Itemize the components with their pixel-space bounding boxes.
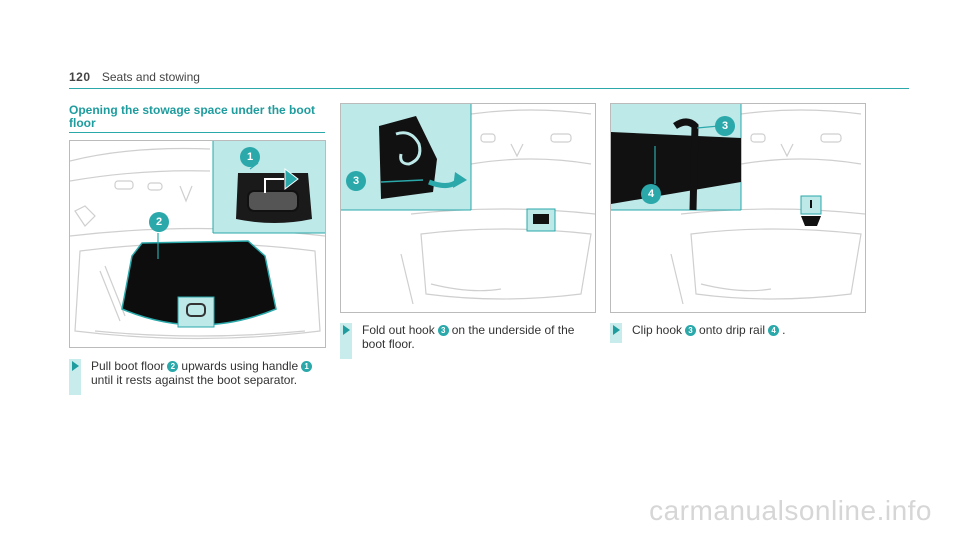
inline-callout-1: 1 <box>301 361 313 372</box>
hook-illustration <box>341 104 595 305</box>
step-text-line2: until it rests against the boot separato… <box>91 373 298 387</box>
step-text-part: Fold out hook <box>362 323 435 337</box>
step-text-part: on the underside of the <box>451 323 575 337</box>
step-text-part: . <box>782 323 786 337</box>
callout-2: 2 <box>149 212 169 232</box>
section-title-underline <box>69 132 325 133</box>
figure-clip-hook: 3 4 <box>610 103 866 313</box>
step-text-part: upwards using handle <box>181 359 299 373</box>
callout-3: 3 <box>346 171 366 191</box>
step-arrow-icon <box>613 325 620 335</box>
inline-callout-2: 2 <box>167 361 179 372</box>
header-divider <box>69 88 909 89</box>
watermark: carmanualsonline.info <box>649 495 932 526</box>
drip-rail-illustration <box>611 104 865 305</box>
section-title-line1: Opening the stowage space under the boot <box>69 103 316 117</box>
step-text-part: Pull boot floor <box>91 359 165 373</box>
section-name: Seats and stowing <box>101 70 200 84</box>
inline-callout-3: 3 <box>437 325 449 336</box>
callout-3: 3 <box>715 116 735 136</box>
figure-boot-floor: 1 2 <box>69 140 326 348</box>
page-number: 120 <box>69 70 91 84</box>
step-text-part: onto drip rail <box>699 323 766 337</box>
callout-1: 1 <box>240 147 260 167</box>
step-text-part: Clip hook <box>632 323 683 337</box>
page-header: 120 Seats and stowing <box>69 70 200 84</box>
inline-callout-3: 3 <box>685 325 697 336</box>
step-arrow-icon <box>72 361 79 371</box>
inline-callout-4: 4 <box>768 325 780 336</box>
callout-4: 4 <box>641 184 661 204</box>
step-arrow-icon <box>343 325 350 335</box>
figure-fold-out-hook: 3 <box>340 103 596 313</box>
step-text-line2: boot floor. <box>362 337 415 351</box>
section-title: Opening the stowage space under the boot… <box>69 104 325 130</box>
section-title-line2: floor <box>69 116 96 130</box>
boot-floor-illustration <box>70 141 325 340</box>
